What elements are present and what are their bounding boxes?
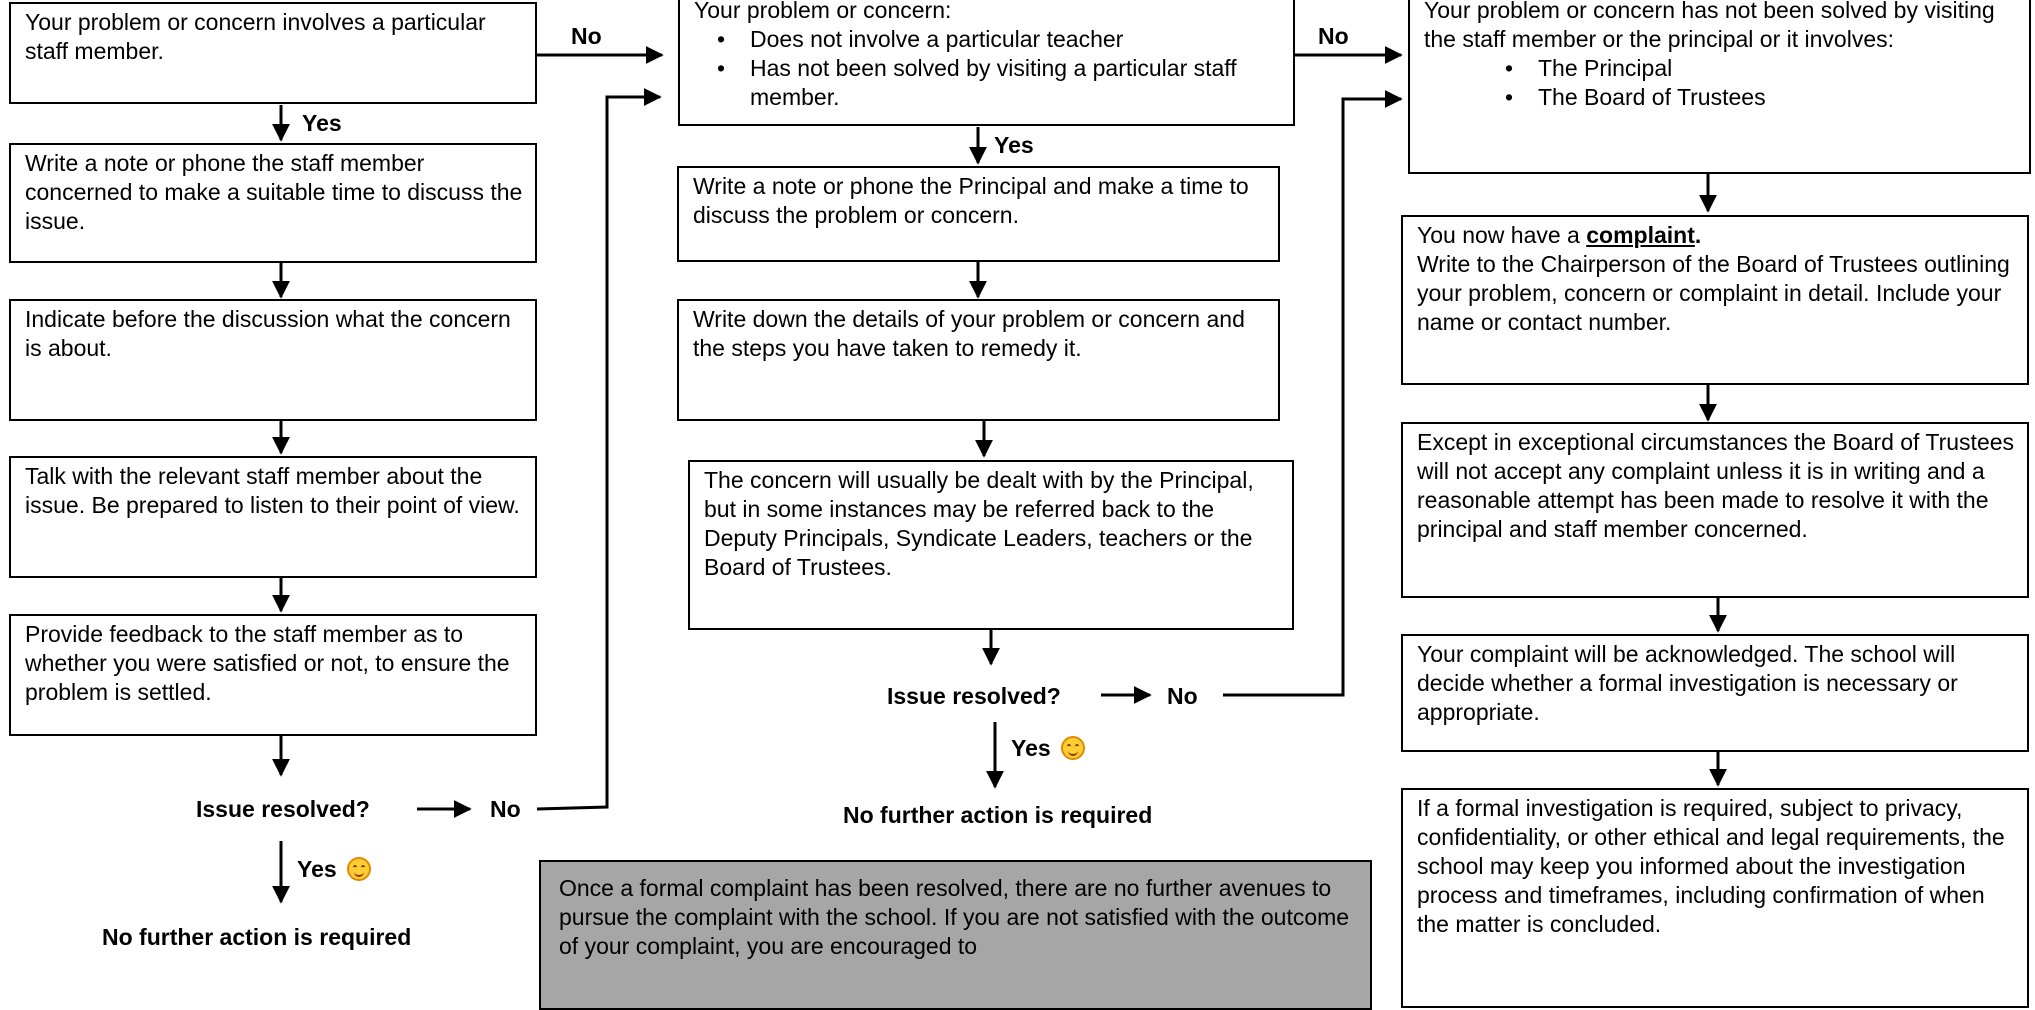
- complaint-pre: You now have a: [1417, 222, 1587, 248]
- smiley-icon: [1061, 736, 1086, 760]
- smiley-icon: [347, 857, 372, 881]
- box-concern-dealt-with: The concern will usually be dealt with b…: [688, 460, 1294, 630]
- box-text: Your problem or concern involves a parti…: [25, 9, 486, 64]
- arrow-col1-loop: [536, 88, 662, 811]
- yes-text: Yes: [1011, 735, 1051, 761]
- label-yes: Yes: [994, 132, 1034, 158]
- bullet-list: Does not involve a particular teacher Ha…: [694, 25, 1281, 112]
- label-no: No: [571, 23, 602, 49]
- box-text: If a formal investigation is required, s…: [1417, 795, 2005, 937]
- complaint-word: complaint: [1586, 222, 1695, 248]
- complaint-dot: .: [1694, 222, 1702, 248]
- label-no: No: [1167, 683, 1198, 709]
- box-formal-investigation: If a formal investigation is required, s…: [1401, 788, 2029, 1008]
- bullet-item: The Principal: [1505, 54, 2017, 83]
- label-yes: Yes: [297, 855, 372, 883]
- box-text: Talk with the relevant staff member abou…: [25, 463, 520, 518]
- bullet-item: Has not been solved by visiting a partic…: [717, 54, 1281, 112]
- box-text: Write a note or phone the Principal and …: [693, 173, 1249, 228]
- box-text: Write a note or phone the staff member c…: [25, 150, 523, 234]
- box-not-solved: Your problem or concern has not been sol…: [1408, 0, 2031, 174]
- box-complaint: You now have a complaint. Write to the C…: [1401, 215, 2029, 385]
- box-text: Except in exceptional circumstances the …: [1417, 429, 2015, 542]
- box-text: Provide feedback to the staff member as …: [25, 621, 510, 705]
- note-text: Once a formal complaint has been resolve…: [559, 875, 1350, 959]
- arrow-col2-loop: [1223, 90, 1403, 697]
- bullet-item: Does not involve a particular teacher: [717, 25, 1281, 54]
- box-text: Write down the details of your problem o…: [693, 306, 1245, 361]
- label-issue-resolved: Issue resolved?: [887, 683, 1061, 709]
- box-write-down-details: Write down the details of your problem o…: [677, 299, 1280, 421]
- bullet-item: The Board of Trustees: [1505, 83, 2017, 112]
- box-principal-concern: Your problem or concern: Does not involv…: [678, 0, 1295, 126]
- box-text: Write to the Chairperson of the Board of…: [1417, 251, 2010, 335]
- box-intro: Your problem or concern has not been sol…: [1424, 0, 1995, 52]
- box-staff-member-concern: Your problem or concern involves a parti…: [9, 2, 537, 104]
- note-box: Once a formal complaint has been resolve…: [539, 860, 1372, 1010]
- box-exceptional-circumstances: Except in exceptional circumstances the …: [1401, 422, 2029, 598]
- box-complaint-acknowledged: Your complaint will be acknowledged. The…: [1401, 634, 2029, 752]
- yes-text: Yes: [297, 856, 337, 882]
- box-write-note-principal: Write a note or phone the Principal and …: [677, 166, 1280, 262]
- box-indicate-concern: Indicate before the discussion what the …: [9, 299, 537, 421]
- label-no: No: [1318, 23, 1349, 49]
- bullet-list: The Principal The Board of Trustees: [1424, 54, 2017, 112]
- box-provide-feedback: Provide feedback to the staff member as …: [9, 614, 537, 736]
- label-no-further-action: No further action is required: [843, 802, 1153, 828]
- label-yes: Yes: [1011, 734, 1086, 762]
- box-talk-with-staff: Talk with the relevant staff member abou…: [9, 456, 537, 578]
- box-text: Indicate before the discussion what the …: [25, 306, 511, 361]
- label-no-further-action: No further action is required: [102, 924, 412, 950]
- label-no: No: [490, 796, 521, 822]
- box-text: The concern will usually be dealt with b…: [704, 467, 1254, 580]
- label-yes: Yes: [302, 110, 342, 136]
- box-intro: Your problem or concern:: [694, 0, 952, 23]
- box-heading: You now have a complaint.: [1417, 221, 2015, 250]
- box-write-note-staff: Write a note or phone the staff member c…: [9, 143, 537, 263]
- box-text: Your complaint will be acknowledged. The…: [1417, 641, 1958, 725]
- label-issue-resolved: Issue resolved?: [196, 796, 370, 822]
